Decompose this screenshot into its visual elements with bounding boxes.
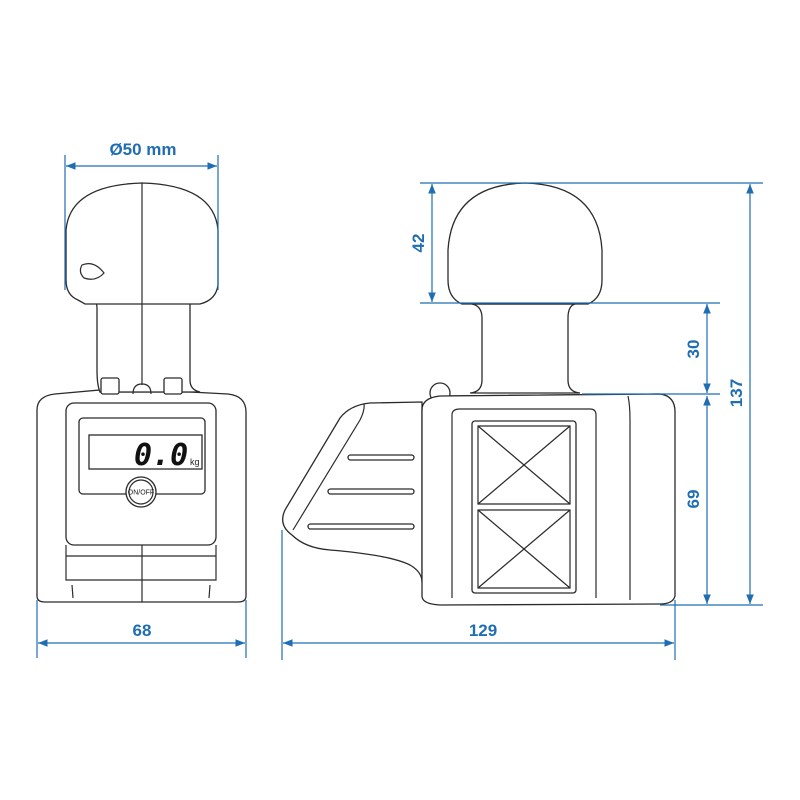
dim-ball-diameter-label: Ø50 mm: [109, 140, 176, 159]
front-latch-left: [100, 377, 120, 395]
front-view: 0.0 kg ON/OFF: [36, 182, 247, 603]
lcd-unit: kg: [190, 457, 200, 467]
dimensions: Ø50 mm 68 42 30 69 137 129: [36, 140, 763, 660]
side-view: [282, 182, 676, 606]
on-off-label: ON/OFF: [128, 490, 154, 497]
front-latch-right: [163, 377, 183, 395]
label-frame: [471, 420, 577, 594]
dim-body-height-label: 69: [684, 490, 703, 509]
grip-rib-1: [347, 454, 415, 461]
lcd-value: 0.0: [134, 438, 188, 473]
dim-front-width-label: 68: [133, 621, 152, 640]
grip-rib-2: [327, 488, 415, 495]
side-nose-edge: [292, 403, 365, 531]
dim-ball-height-label: 42: [409, 234, 428, 253]
label-cross-pattern: [477, 425, 571, 589]
front-latch-knob: [132, 383, 152, 395]
side-neck: [469, 303, 581, 394]
front-ball-hole: [79, 263, 105, 280]
on-off-button[interactable]: ON/OFF: [125, 476, 157, 508]
dim-neck-height-label: 30: [684, 340, 703, 359]
side-panel: [451, 408, 597, 598]
dim-total-height-label: 137: [727, 379, 746, 407]
side-body-seam: [627, 395, 631, 600]
side-ball: [447, 182, 603, 305]
lcd-display: [88, 434, 203, 470]
grip-rib-3: [307, 523, 415, 530]
dim-length-label: 129: [469, 621, 497, 640]
side-body-top: [421, 393, 676, 413]
front-base-lines: [65, 545, 217, 602]
